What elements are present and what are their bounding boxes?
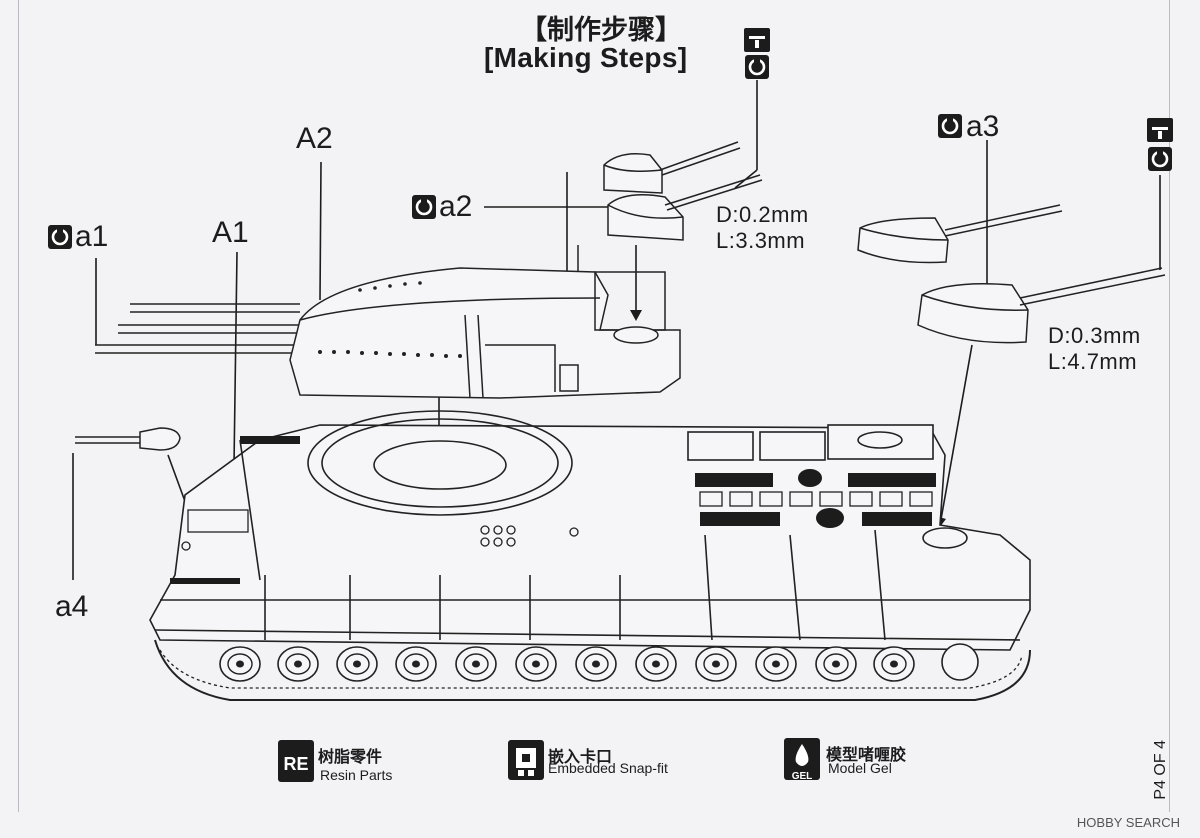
legend-snapfit-en: Embedded Snap-fit <box>548 760 668 776</box>
tank-hull <box>149 410 1031 651</box>
turret-a3-upper <box>857 204 1063 264</box>
legend-gel-cn: 模型啫喱胶 <box>826 745 907 764</box>
dimension-length-small: L:3.3mm <box>716 228 806 253</box>
watermark: HOBBY SEARCH <box>1076 815 1180 830</box>
tow-part-a4 <box>75 427 181 451</box>
turret-a3-lower <box>917 267 1166 344</box>
glue-rotate-stack-right <box>1146 118 1174 173</box>
label-a1: a1 <box>75 220 109 253</box>
label-a3: a3 <box>966 110 1000 143</box>
engine-deck-grilles <box>170 436 936 584</box>
rotate-icon-a3 <box>936 112 964 140</box>
label-a4: a4 <box>55 590 89 623</box>
turret-rivets <box>318 281 462 358</box>
title-english: [Making Steps] <box>484 42 688 73</box>
resin-parts-icon: RE <box>278 740 314 782</box>
track-assembly <box>154 639 1031 701</box>
label-A2: A2 <box>296 122 333 155</box>
svg-text:RE: RE <box>283 754 308 774</box>
dimension-diameter-large: D:0.3mm <box>1048 323 1141 348</box>
glue-rotate-stack-top <box>743 28 771 81</box>
label-a2: a2 <box>439 190 473 223</box>
engine-deck-hatches <box>181 491 933 551</box>
svg-text:GEL: GEL <box>792 771 813 782</box>
label-A1: A1 <box>212 216 249 249</box>
main-turret <box>95 245 681 399</box>
rotate-icon-a2 <box>410 193 438 221</box>
title-chinese: 【制作步骤】 <box>520 15 682 46</box>
rotate-icon-a1 <box>46 223 74 251</box>
hull-bolts <box>480 525 579 547</box>
turret-a2-upper <box>603 141 741 194</box>
legend-resin-cn: 树脂零件 <box>318 747 383 766</box>
turret-a2-lower <box>607 174 763 241</box>
dimension-diameter-small: D:0.2mm <box>716 202 809 227</box>
dimension-length-large: L:4.7mm <box>1048 349 1138 374</box>
legend-snapfit-cn: 嵌入卡口 <box>548 747 613 766</box>
model-gel-icon: GEL <box>784 738 820 782</box>
legend-gel-en: Model Gel <box>828 760 892 776</box>
page-number: P4 OF 4 <box>1152 740 1169 800</box>
page-border <box>18 0 1170 812</box>
snap-fit-icon <box>508 740 544 780</box>
legend-resin-en: Resin Parts <box>320 767 393 783</box>
